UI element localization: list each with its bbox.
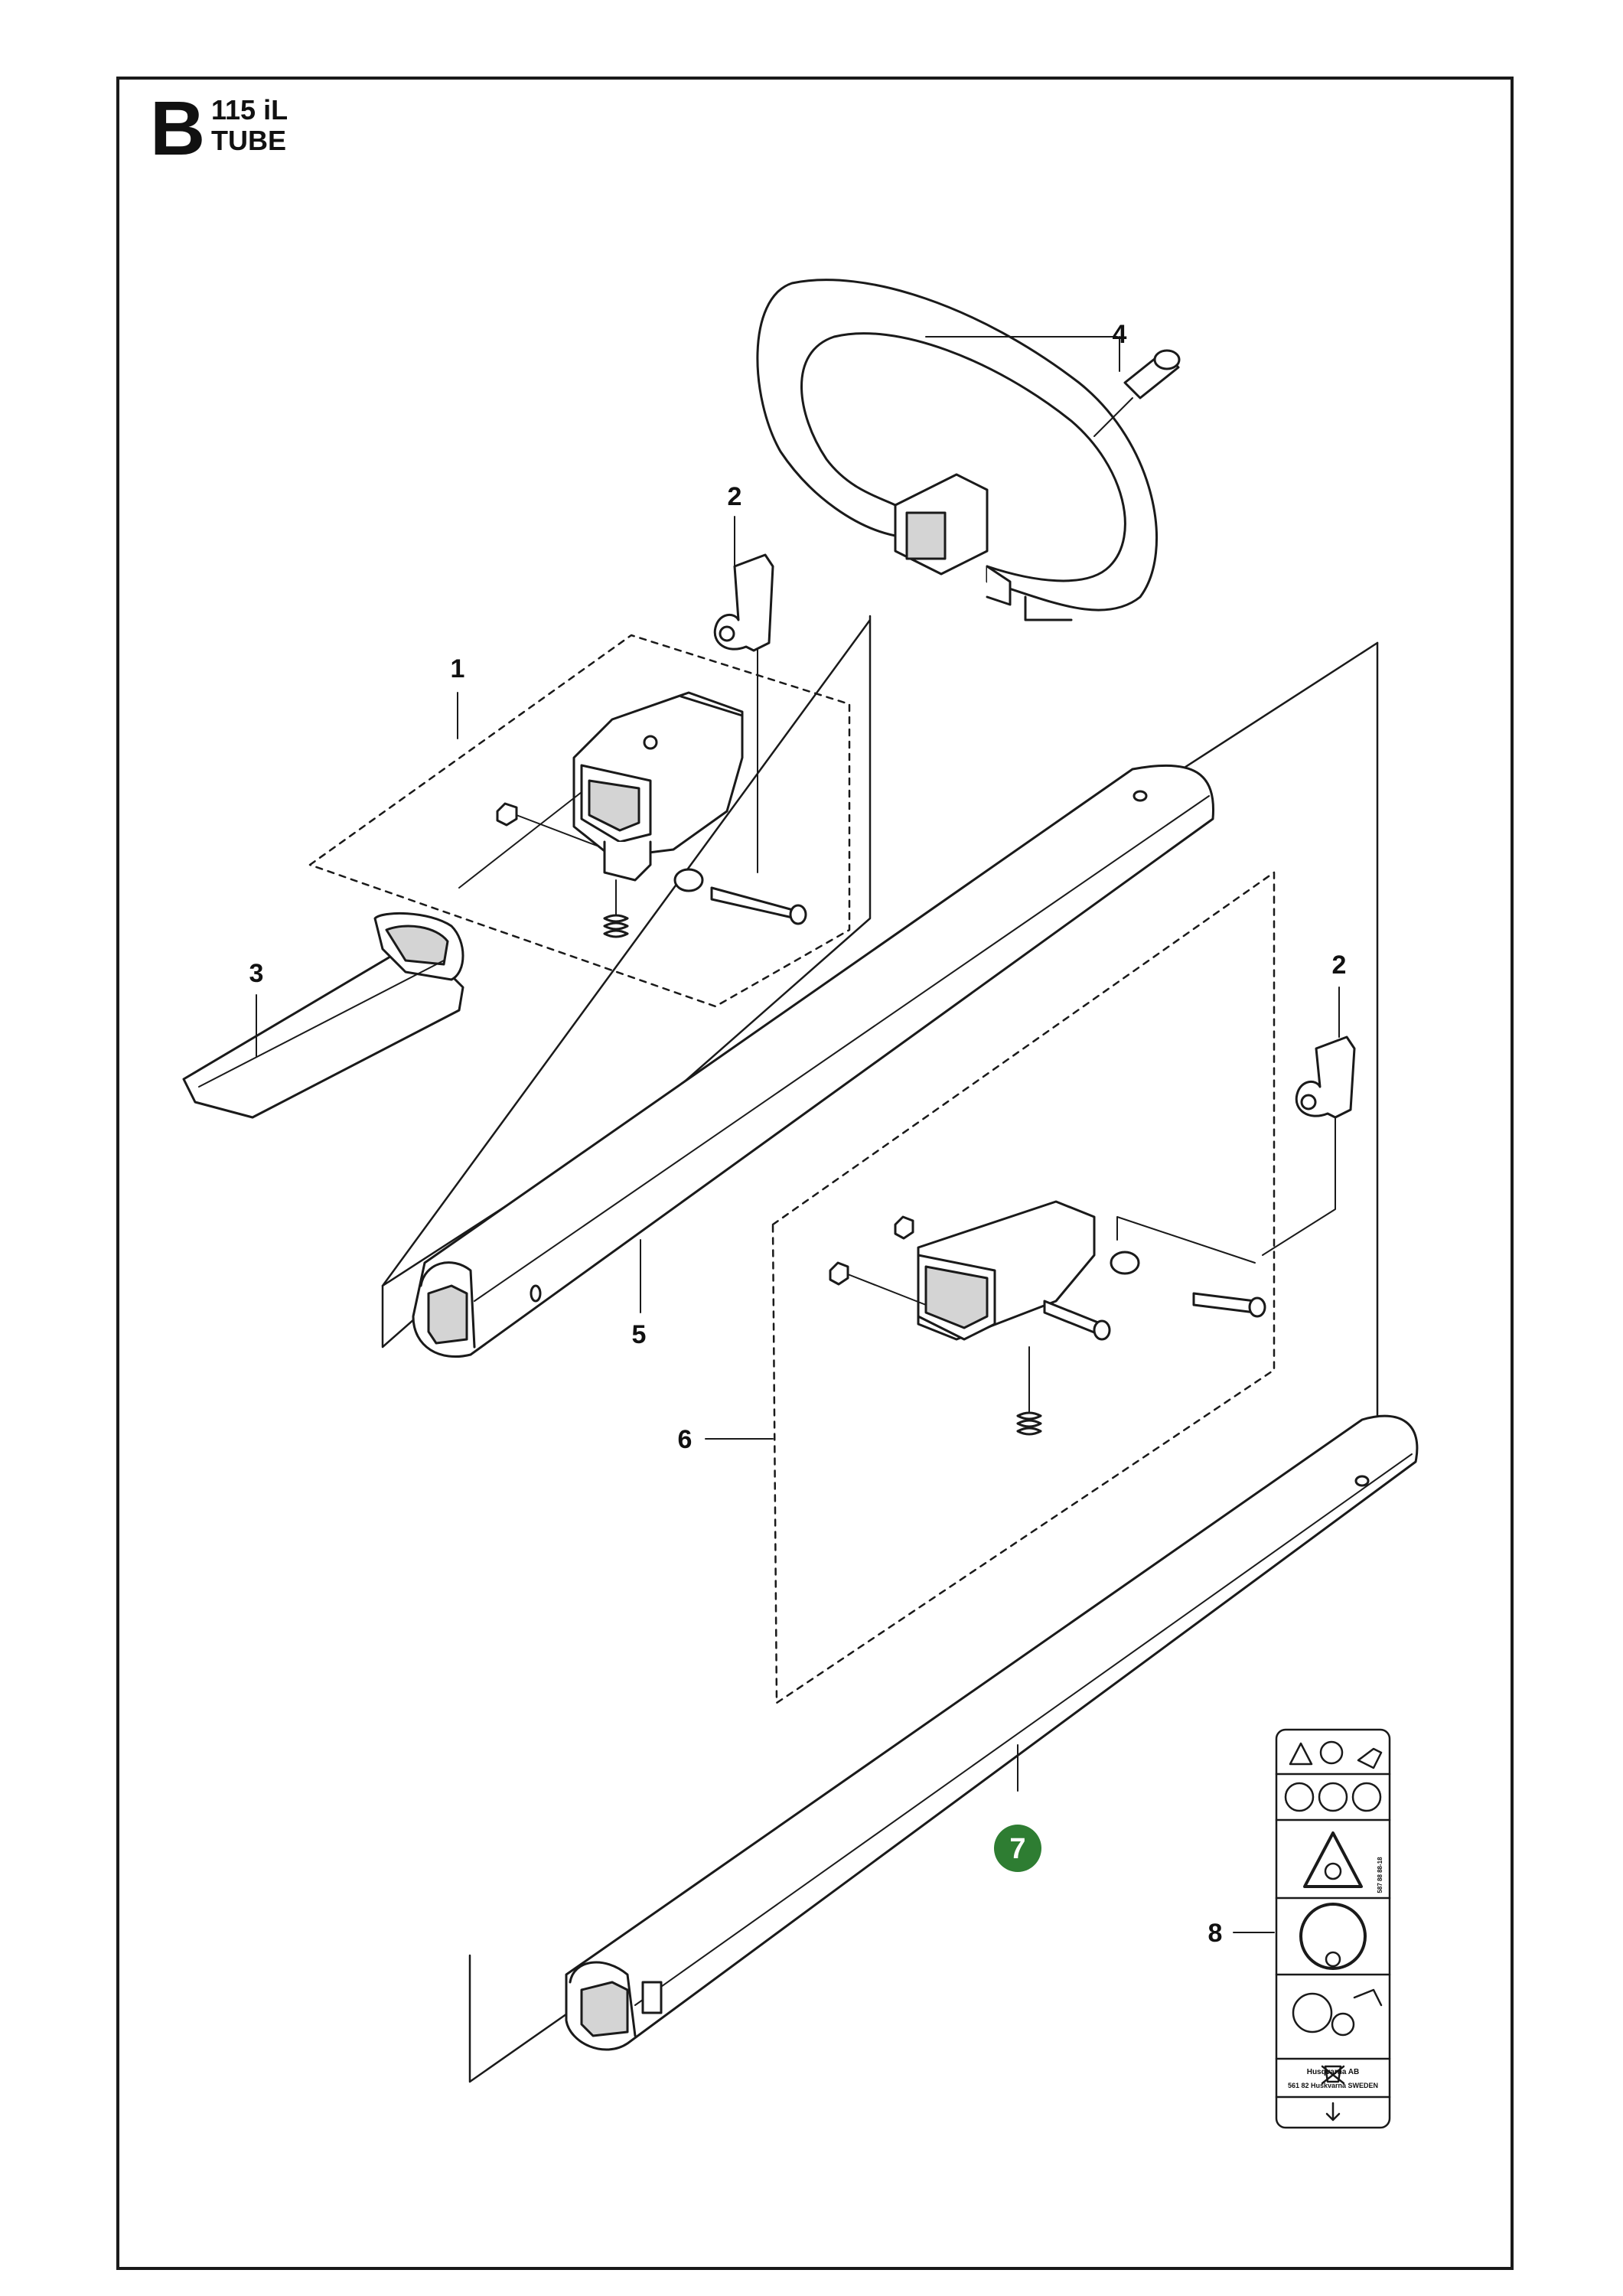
eye-ear-protection-icon [1284,1782,1315,1812]
callout-labels: 1 2 2 3 4 5 6 8 [249,320,1347,1948]
warning-triangle-icon [1289,1742,1313,1766]
safety-distance-icon [1299,1903,1367,1970]
decal-footer-line1: Husqvarna AB [1307,2068,1360,2076]
upper-tube-part [412,764,1215,1358]
diagram-frame [116,77,1514,2270]
callout-5: 5 [632,1320,647,1349]
callout-3: 3 [249,959,264,988]
rear-switch-assembly [771,871,1276,1704]
section-title: TUBE [211,125,286,156]
no-blade-icon [1325,1951,1341,1968]
callout-6: 6 [678,1425,693,1454]
callout-2-upper: 2 [728,482,742,511]
weee-bin-icon [1321,2065,1345,2085]
front-handle-assembly [308,634,851,1008]
boot-icon [1351,1782,1382,1812]
section-letter: B [150,86,206,171]
arrow-down-icon [1325,2102,1341,2122]
grip-part [182,791,582,1119]
lower-tube-part [565,1414,1419,2051]
safety-decal-part [1275,1728,1391,2129]
lever-part-upper [713,553,774,652]
callout-7-badge[interactable]: 7 [994,1825,1041,1872]
read-manual-icon [1319,1740,1344,1765]
background-panels [381,615,1379,2083]
thrown-object-warning-icon [1303,1831,1363,1888]
leader-lines [256,336,1340,1933]
model-name: 115 iL [211,94,288,126]
callout-8: 8 [1208,1919,1223,1948]
loop-handle-part [756,279,1181,621]
lever-part-lower [1262,1035,1356,1256]
callout-2-lower: 2 [1332,951,1347,980]
decal-part-code: 587 88 88-18 [1377,1857,1383,1893]
callout-7[interactable]: 7 [1009,1833,1025,1865]
callout-4: 4 [1113,320,1127,349]
helmet-icon [1318,1782,1348,1812]
glove-icon [1357,1747,1383,1769]
callout-1: 1 [451,654,465,683]
decal-footer-line2: 561 82 Huskvarna SWEDEN [1288,2082,1378,2089]
